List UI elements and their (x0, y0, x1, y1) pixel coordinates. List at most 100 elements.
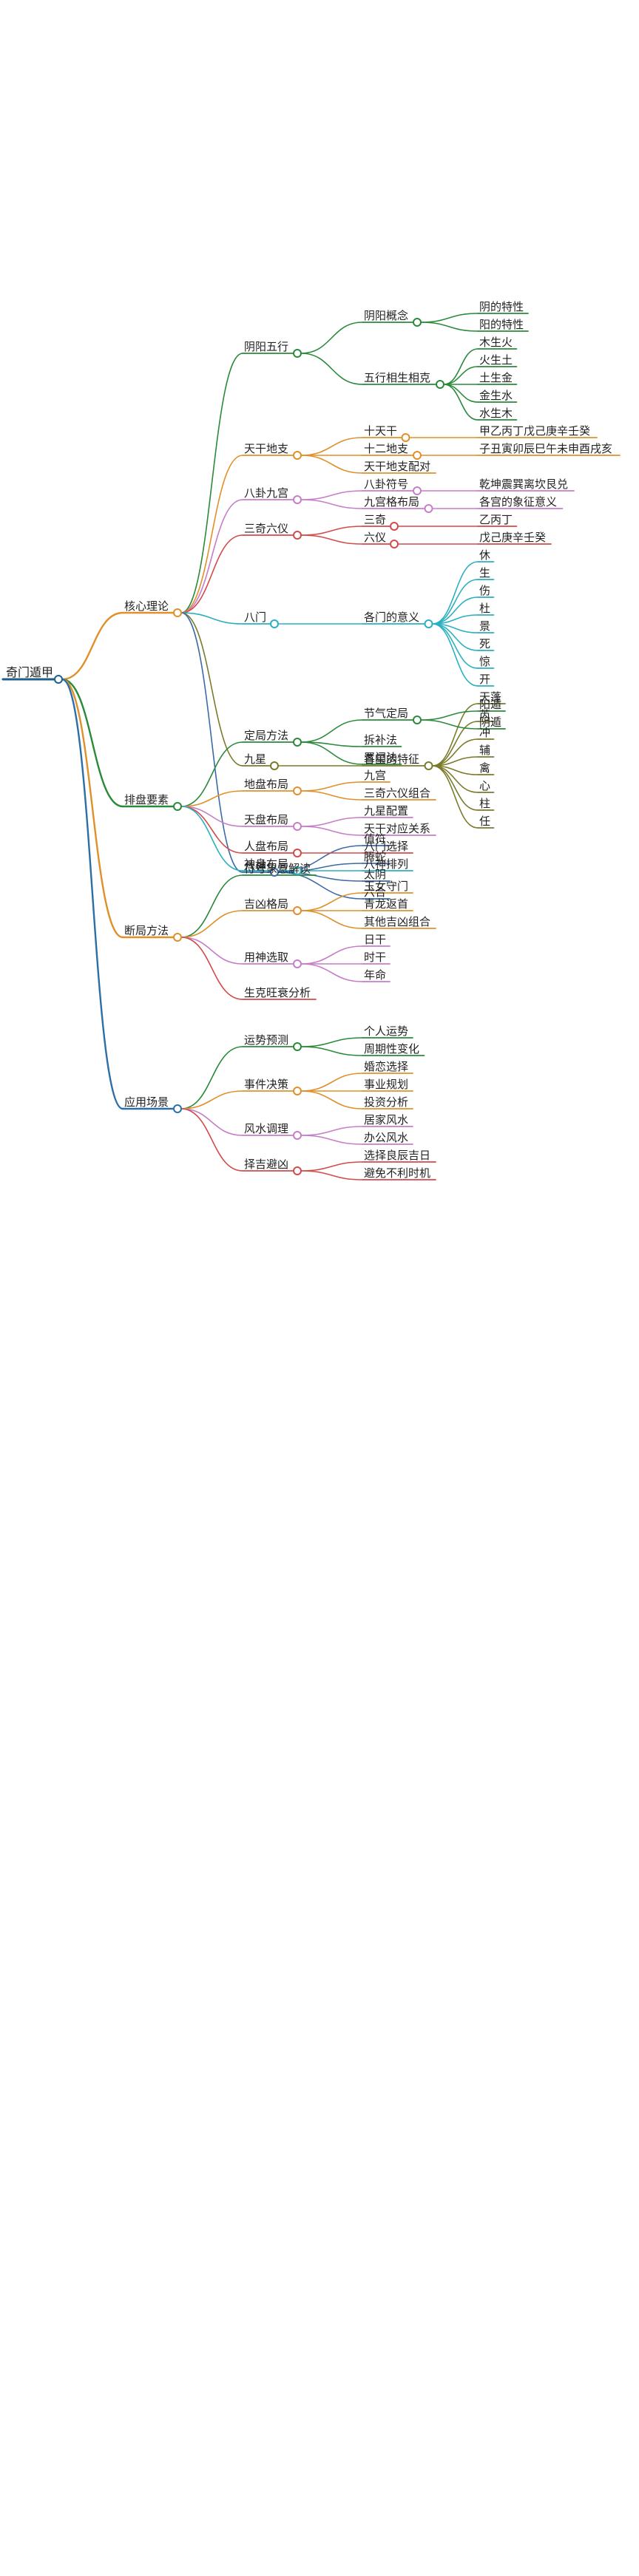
branch-1-6-1-2[interactable]: 芮 (479, 708, 490, 721)
branch-2-1-1[interactable]: 节气定局 (364, 707, 408, 720)
branch-2-5-expand-knob[interactable] (293, 866, 302, 875)
branch-1-4-1-1[interactable]: 乙丙丁 (479, 513, 513, 526)
root-node[interactable]: 奇门遁甲 (6, 665, 53, 679)
branch-2-2[interactable]: 地盘布局 (244, 778, 288, 791)
branch-1-7-1[interactable]: 值符 (364, 832, 386, 846)
branch-1-1-1-2[interactable]: 阳的特性 (479, 318, 524, 331)
branch-1-3-2-1[interactable]: 各宫的象征意义 (479, 495, 557, 509)
branch-2-1-1-expand-knob[interactable] (413, 716, 422, 724)
root-expand-knob[interactable] (54, 675, 63, 684)
branch-2-2-expand-knob[interactable] (293, 786, 302, 795)
branch-1-6-1-8[interactable]: 任 (479, 815, 490, 828)
branch-1-2[interactable]: 天干地支 (244, 442, 288, 455)
branch-2-1-3[interactable]: 置闰法 (364, 751, 397, 764)
branch-4-3-2[interactable]: 办公风水 (364, 1131, 408, 1144)
branch-1-3-1-1[interactable]: 乾坤震巽离坎艮兑 (479, 478, 568, 491)
branch-1-1-expand-knob[interactable] (293, 349, 302, 358)
branch-4-1-1[interactable]: 个人运势 (364, 1024, 408, 1038)
branch-1-1-2[interactable]: 五行相生相克 (364, 371, 430, 384)
branch-1-1-2-4[interactable]: 金生水 (479, 389, 513, 402)
branch-2-1-1-1[interactable]: 阳遁 (479, 698, 501, 711)
branch-1-5-1-6[interactable]: 死 (479, 637, 490, 650)
branch-4-1[interactable]: 运势预测 (244, 1033, 288, 1047)
branch-1-1-1[interactable]: 阴阳概念 (364, 309, 408, 322)
branch-1-4-1[interactable]: 三奇 (364, 513, 386, 526)
branch-1-5[interactable]: 八门 (244, 611, 266, 624)
branch-1-1-1-1[interactable]: 阴的特性 (479, 300, 524, 313)
branch-1-4-2-1[interactable]: 戊己庚辛壬癸 (479, 531, 546, 544)
branch-1-1-2-1[interactable]: 木生火 (479, 336, 513, 349)
branch-4-4[interactable]: 择吉避凶 (244, 1158, 288, 1171)
branch-4-2-expand-knob[interactable] (293, 1087, 302, 1095)
branch-2-5[interactable]: 神盘布局 (244, 857, 288, 871)
branch-1-4-2[interactable]: 六仪 (364, 531, 386, 544)
branch-1-2-2-1[interactable]: 子丑寅卯辰巳午未申酉戌亥 (479, 442, 612, 455)
branch-1-5-1-5[interactable]: 景 (479, 619, 490, 633)
branch-3-2-3[interactable]: 其他吉凶组合 (364, 915, 430, 928)
branch-1-4-2-expand-knob[interactable] (390, 540, 399, 548)
branch-1-3[interactable]: 八卦九宫 (244, 486, 288, 500)
branch-1-5-1-7[interactable]: 惊 (479, 655, 490, 668)
branch-1-1[interactable]: 阴阳五行 (244, 340, 288, 353)
branch-4-2-3[interactable]: 投资分析 (364, 1095, 408, 1109)
branch-1-4-1-expand-knob[interactable] (390, 522, 399, 531)
branch-1-6-1-1[interactable]: 天蓬 (479, 690, 501, 704)
branch-2-3[interactable]: 天盘布局 (244, 813, 288, 826)
branch-2-1-2[interactable]: 拆补法 (364, 733, 397, 747)
branch-1-expand-knob[interactable] (173, 608, 182, 617)
branch-1-7-3[interactable]: 太阴 (364, 868, 386, 881)
branch-1-4-expand-knob[interactable] (293, 531, 302, 540)
branch-1-6-1-6[interactable]: 心 (479, 779, 490, 792)
branch-1-6-1-7[interactable]: 柱 (479, 797, 490, 810)
branch-4-4-1[interactable]: 选择良辰吉日 (364, 1149, 430, 1162)
branch-2-4-expand-knob[interactable] (293, 849, 302, 857)
branch-4-3[interactable]: 风水调理 (244, 1122, 288, 1135)
branch-1-3-1[interactable]: 八卦符号 (364, 478, 408, 491)
branch-1[interactable]: 核心理论 (124, 599, 169, 613)
branch-3[interactable]: 断局方法 (124, 924, 169, 937)
branch-4-4-2[interactable]: 避免不利时机 (364, 1166, 430, 1180)
branch-1-5-1-3[interactable]: 伤 (479, 584, 490, 597)
branch-4-2[interactable]: 事件决策 (244, 1078, 288, 1091)
branch-1-3-1-expand-knob[interactable] (413, 486, 422, 495)
branch-1-2-1[interactable]: 十天干 (364, 424, 397, 438)
branch-3-4[interactable]: 生克旺衰分析 (244, 986, 311, 999)
branch-1-5-1-1[interactable]: 休 (479, 548, 490, 562)
branch-3-3-1[interactable]: 日干 (364, 933, 386, 946)
branch-4-1-expand-knob[interactable] (293, 1042, 302, 1051)
branch-2-4-1[interactable]: 八门选择 (364, 840, 408, 853)
branch-2-1-1-2[interactable]: 阴遁 (479, 716, 501, 729)
branch-1-5-1-2[interactable]: 生 (479, 566, 490, 580)
branch-1-2-1-expand-knob[interactable] (401, 433, 410, 442)
branch-2-4[interactable]: 人盘布局 (244, 840, 288, 853)
branch-2-5-1[interactable]: 八神排列 (364, 857, 408, 871)
branch-1-7-expand-knob[interactable] (270, 868, 279, 877)
branch-1-6[interactable]: 九星 (244, 752, 266, 766)
branch-1-6-1-3[interactable]: 冲 (479, 726, 490, 739)
branch-4-expand-knob[interactable] (173, 1104, 182, 1113)
branch-3-3-3[interactable]: 年命 (364, 968, 386, 982)
branch-4-1-2[interactable]: 周期性变化 (364, 1042, 419, 1056)
branch-3-2-2[interactable]: 青龙返首 (364, 897, 408, 911)
branch-1-1-1-expand-knob[interactable] (413, 318, 422, 327)
branch-3-1[interactable]: 符号象意解读 (244, 862, 311, 875)
branch-4-4-expand-knob[interactable] (293, 1166, 302, 1175)
branch-1-1-2-3[interactable]: 土生金 (479, 371, 513, 384)
branch-1-6-1-expand-knob[interactable] (424, 761, 433, 770)
branch-1-5-expand-knob[interactable] (270, 619, 279, 628)
branch-1-1-2-5[interactable]: 水生木 (479, 407, 513, 420)
branch-1-7[interactable]: 八神 (244, 859, 266, 872)
branch-3-3[interactable]: 用神选取 (244, 951, 288, 964)
branch-1-6-expand-knob[interactable] (270, 761, 279, 770)
branch-2-2-1[interactable]: 九宫 (364, 769, 386, 782)
branch-1-5-1[interactable]: 各门的意义 (364, 611, 419, 624)
branch-3-2-expand-knob[interactable] (293, 906, 302, 915)
branch-4[interactable]: 应用场景 (124, 1095, 169, 1109)
branch-1-7-2[interactable]: 腾蛇 (364, 850, 386, 863)
branch-1-5-1-4[interactable]: 杜 (479, 602, 490, 615)
branch-1-1-2-expand-knob[interactable] (436, 380, 444, 389)
branch-3-3-expand-knob[interactable] (293, 959, 302, 968)
branch-1-2-2-expand-knob[interactable] (413, 451, 422, 460)
branch-1-6-1-4[interactable]: 辅 (479, 744, 490, 757)
branch-3-3-2[interactable]: 时干 (364, 951, 386, 964)
